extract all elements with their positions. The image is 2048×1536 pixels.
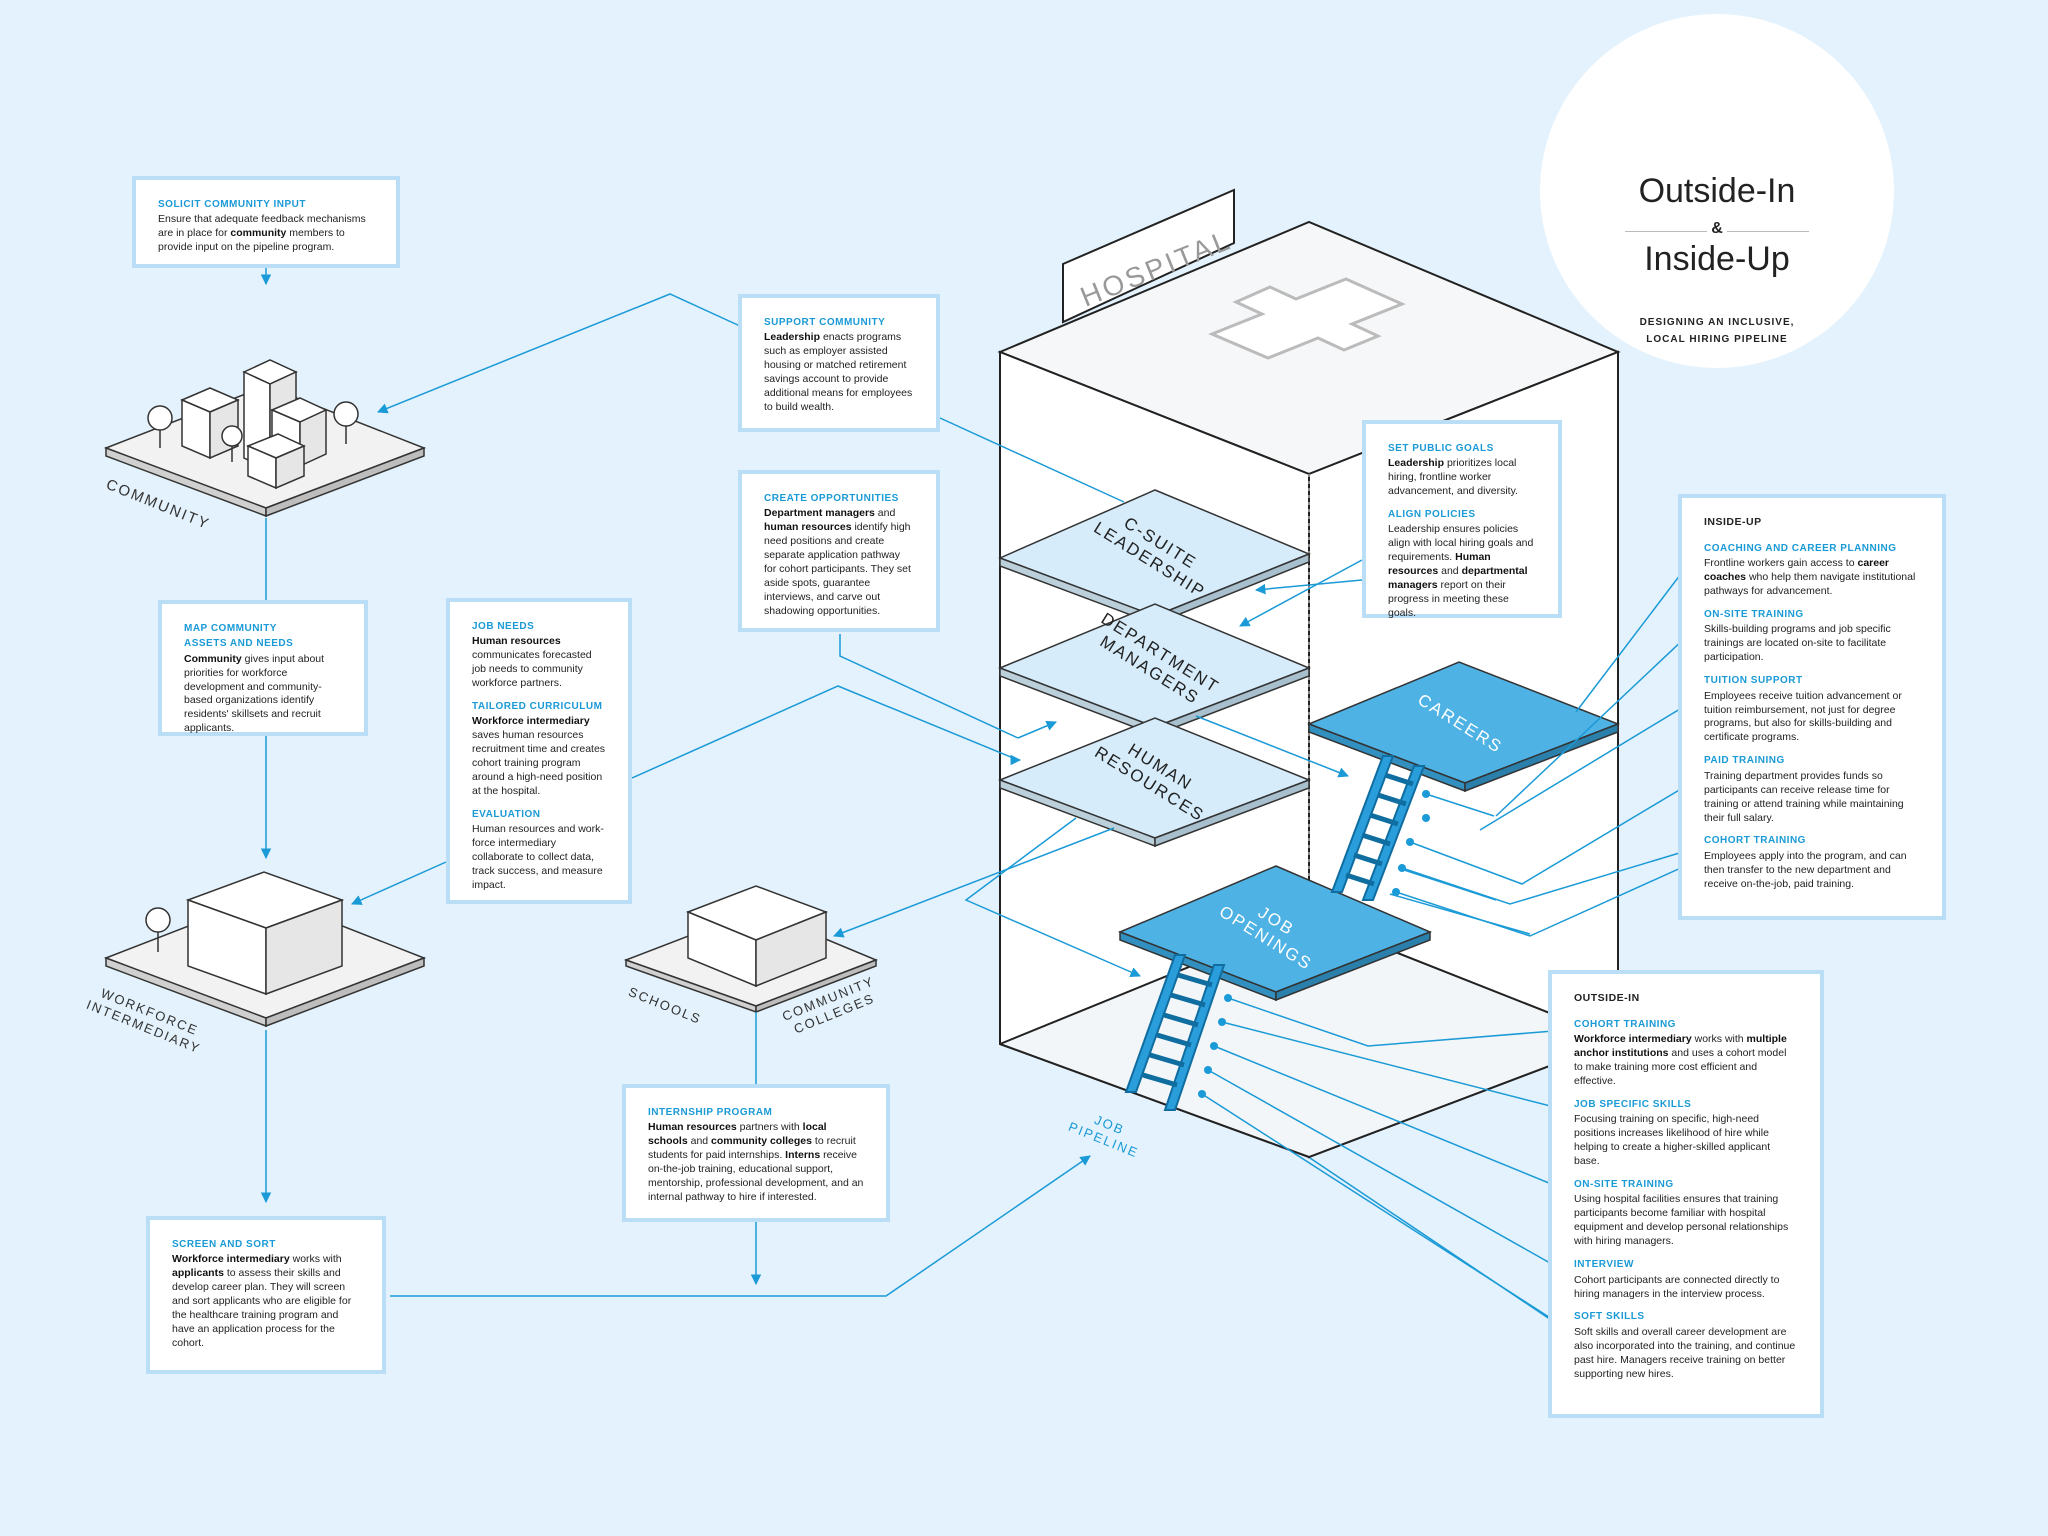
iu-tuition-text: Employees receive tuition advancement or… (1704, 689, 1902, 744)
support-community-box: SUPPORT COMMUNITY Leadership enacts prog… (738, 294, 940, 432)
oi-interview: INTERVIEW Cohort participants are connec… (1574, 1258, 1798, 1301)
create-opportunities-box: CREATE OPPORTUNITIES Department managers… (738, 470, 940, 632)
curriculum-heading: TAILORED CURRICULUM (472, 701, 603, 713)
inside-up-box: INSIDE-UP COACHING AND CAREER PLANNING F… (1678, 494, 1946, 920)
map-body: Community gives input about priorities f… (184, 652, 325, 735)
job-needs-section: JOB NEEDS Human resources communicates f… (472, 620, 606, 691)
oi-onsite: ON-SITE TRAINING Using hospital faciliti… (1574, 1178, 1798, 1249)
iu-coaching-text: Frontline workers gain access to career … (1704, 557, 1916, 598)
job-needs-heading: JOB NEEDS (472, 621, 535, 632)
subtitle: DESIGNING AN INCLUSIVE, LOCAL HIRING PIP… (1540, 314, 1894, 348)
subtitle-line2: LOCAL HIRING PIPELINE (1646, 334, 1788, 345)
outside-in-title: OUTSIDE-IN (1574, 992, 1640, 1004)
iu-coaching: COACHING AND CAREER PLANNING Frontline w… (1704, 542, 1920, 599)
oi-cohort: COHORT TRAINING Workforce intermediary w… (1574, 1018, 1798, 1089)
screen-body: Workforce intermediary works with applic… (172, 1253, 352, 1350)
solicit-input-box: SOLICIT COMMUNITY INPUT Ensure that adeq… (132, 176, 400, 268)
iu-onsite-text: Skills-building programs and job specifi… (1704, 623, 1891, 664)
oi-interview-text: Cohort participants are connected direct… (1574, 1273, 1780, 1300)
curriculum-section: TAILORED CURRICULUM Workforce intermedia… (472, 700, 606, 799)
title-ampersand: & (1711, 220, 1723, 237)
connector-lines (260, 264, 1363, 1297)
screen-heading: SCREEN AND SORT (172, 1239, 276, 1250)
evaluation-text: Human resources and work-force intermedi… (472, 823, 604, 892)
oi-soft: SOFT SKILLS Soft skills and overall care… (1574, 1310, 1798, 1381)
ladders (1124, 755, 1426, 1111)
support-body: Leadership enacts programs such as emplo… (764, 331, 913, 414)
outside-in-connectors (1201, 997, 1567, 1331)
title-line1: Outside-In (1638, 172, 1796, 210)
oi-soft-heading: SOFT SKILLS (1574, 1311, 1645, 1323)
iu-coaching-heading: COACHING AND CAREER PLANNING (1704, 542, 1897, 554)
floor-planes (997, 489, 1621, 1002)
iu-onsite-heading: ON-SITE TRAINING (1704, 609, 1804, 621)
public-goals-box: SET PUBLIC GOALS Leadership prioritizes … (1362, 420, 1562, 621)
create-body: Department managers and human resources … (764, 507, 911, 617)
solicit-heading: SOLICIT COMMUNITY INPUT (158, 199, 306, 210)
job-needs-box: JOB NEEDS Human resources communicates f… (446, 598, 632, 904)
workforce-intermediary-illustration (103, 871, 427, 1028)
iu-cohort: COHORT TRAINING Employees apply into the… (1704, 834, 1920, 891)
internship-box: INTERNSHIP PROGRAM Human resources partn… (622, 1084, 890, 1222)
solicit-body: Ensure that adequate feedback mechanisms… (158, 213, 366, 254)
oi-onsite-heading: ON-SITE TRAINING (1574, 1179, 1674, 1191)
screen-sort-box: SCREEN AND SORT Workforce intermediary w… (146, 1216, 386, 1374)
job-needs-text: Human resources communicates forecasted … (472, 635, 592, 690)
support-heading: SUPPORT COMMUNITY (764, 317, 886, 328)
iu-cohort-text: Employees apply into the program, and ca… (1704, 849, 1907, 890)
iu-paid-text: Training department provides funds so pa… (1704, 769, 1904, 824)
oi-skills: JOB SPECIFIC SKILLS Focusing training on… (1574, 1098, 1798, 1169)
public-goals-section: SET PUBLIC GOALS Leadership prioritizes … (1388, 442, 1536, 499)
goals-text: Leadership prioritizes local hiring, fro… (1388, 457, 1518, 498)
title-line2: Inside-Up (1644, 240, 1790, 278)
iu-onsite: ON-SITE TRAINING Skills-building program… (1704, 608, 1920, 665)
internship-heading: INTERNSHIP PROGRAM (648, 1107, 773, 1118)
policies-text: Leadership ensures policies align with l… (1388, 523, 1534, 620)
oi-interview-heading: INTERVIEW (1574, 1259, 1634, 1271)
oi-cohort-text: Workforce intermediary works with multip… (1574, 1033, 1787, 1088)
align-policies-section: ALIGN POLICIES Leadership ensures polici… (1388, 508, 1536, 621)
oi-soft-text: Soft skills and overall career developme… (1574, 1325, 1796, 1380)
policies-heading: ALIGN POLICIES (1388, 509, 1476, 521)
outside-in-box: OUTSIDE-IN COHORT TRAINING Workforce int… (1548, 970, 1824, 1418)
title-circle: Outside-In & Inside-Up DESIGNING AN INCL… (1540, 14, 1894, 368)
internship-body: Human resources partners with local scho… (648, 1121, 864, 1204)
inside-up-connectors (1389, 553, 1719, 937)
create-heading: CREATE OPPORTUNITIES (764, 493, 899, 504)
oi-skills-heading: JOB SPECIFIC SKILLS (1574, 1099, 1692, 1111)
oi-skills-text: Focusing training on specific, high-need… (1574, 1113, 1771, 1168)
iu-cohort-heading: COHORT TRAINING (1704, 835, 1806, 847)
evaluation-section: EVALUATION Human resources and work-forc… (472, 808, 606, 893)
goals-heading: SET PUBLIC GOALS (1388, 443, 1494, 454)
title-rule-left (1625, 231, 1707, 232)
iu-paid-heading: PAID TRAINING (1704, 755, 1785, 767)
community-illustration (103, 359, 427, 518)
evaluation-heading: EVALUATION (472, 809, 541, 821)
map-heading-1: MAP COMMUNITY (184, 623, 277, 634)
iu-tuition: TUITION SUPPORT Employees receive tuitio… (1704, 674, 1920, 745)
oi-cohort-heading: COHORT TRAINING (1574, 1018, 1676, 1030)
curriculum-text: Workforce intermediary saves human resou… (472, 715, 606, 798)
iu-paid: PAID TRAINING Training department provid… (1704, 754, 1920, 825)
map-heading-2: ASSETS AND NEEDS (184, 638, 294, 650)
schools-illustration (623, 885, 879, 1014)
title-rule-right (1727, 231, 1809, 232)
inside-up-title: INSIDE-UP (1704, 516, 1762, 528)
map-community-box: MAP COMMUNITY ASSETS AND NEEDS Community… (158, 600, 368, 736)
subtitle-line1: DESIGNING AN INCLUSIVE, (1639, 317, 1795, 328)
iu-tuition-heading: TUITION SUPPORT (1704, 675, 1803, 687)
oi-onsite-text: Using hospital facilities ensures that t… (1574, 1193, 1789, 1248)
